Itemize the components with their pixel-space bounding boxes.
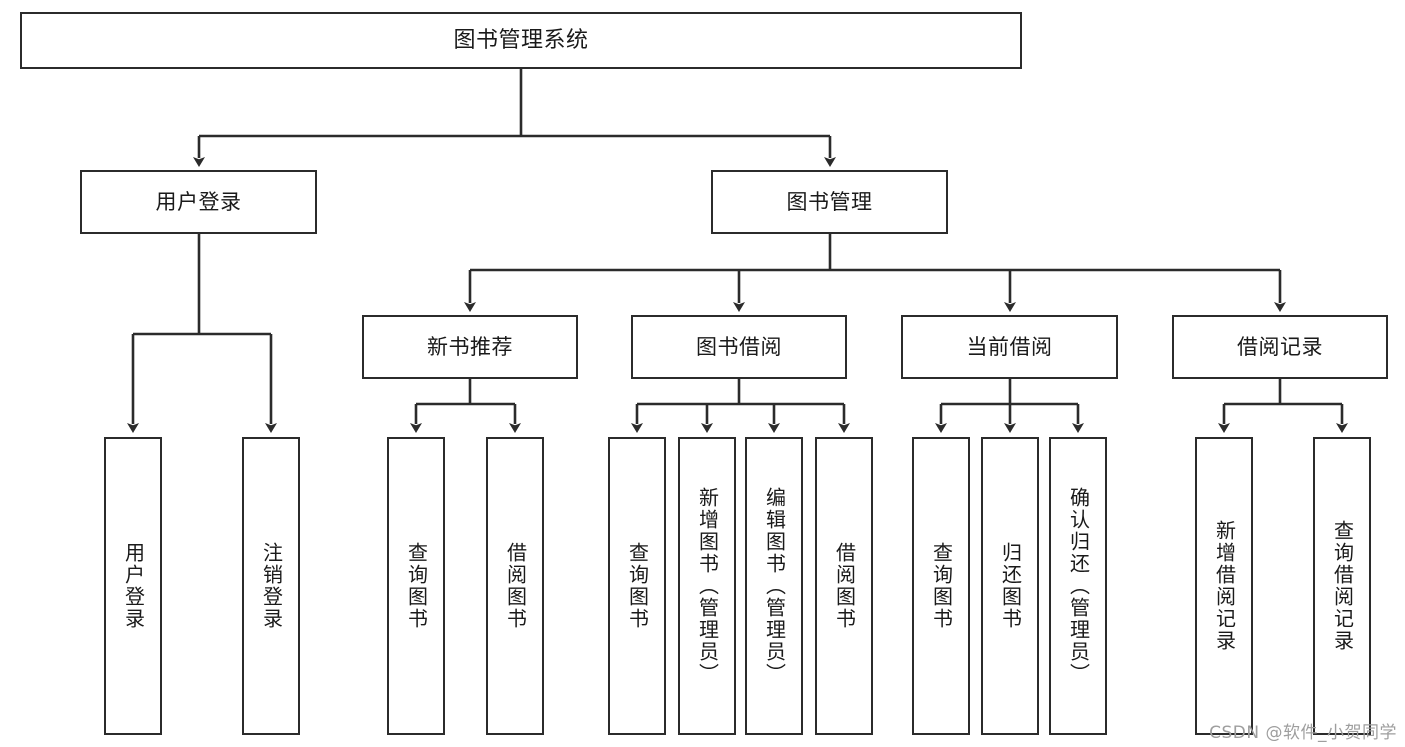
- node-leaf-add-book[interactable]: 新增图书（管理员）: [678, 437, 736, 735]
- node-root-label: 图书管理系统: [453, 27, 589, 53]
- node-leaf-add-record-label: 新增借阅记录: [1212, 520, 1237, 652]
- node-leaf-query-record[interactable]: 查询借阅记录: [1313, 437, 1371, 735]
- watermark: CSDN @软件_小贺同学: [1209, 723, 1397, 743]
- node-leaf-borrow-book-1-label: 借阅图书: [503, 542, 528, 630]
- node-book-manage-label: 图书管理: [786, 189, 873, 214]
- node-leaf-add-record[interactable]: 新增借阅记录: [1195, 437, 1253, 735]
- node-borrow-record[interactable]: 借阅记录: [1172, 315, 1388, 379]
- node-leaf-edit-book-label: 编辑图书（管理员）: [762, 487, 787, 685]
- node-leaf-query-book-1-label: 查询图书: [404, 542, 429, 630]
- node-leaf-user-login-label: 用户登录: [121, 542, 146, 630]
- node-user-login[interactable]: 用户登录: [80, 170, 317, 234]
- node-leaf-borrow-book-2-label: 借阅图书: [832, 542, 857, 630]
- node-new-book-rec[interactable]: 新书推荐: [362, 315, 578, 379]
- node-book-manage[interactable]: 图书管理: [711, 170, 948, 234]
- node-current-borrow-label: 当前借阅: [966, 334, 1053, 359]
- node-leaf-logout[interactable]: 注销登录: [242, 437, 300, 735]
- node-book-borrow-label: 图书借阅: [696, 334, 782, 359]
- node-leaf-return-book[interactable]: 归还图书: [981, 437, 1039, 735]
- node-new-book-rec-label: 新书推荐: [427, 334, 513, 359]
- node-user-login-label: 用户登录: [155, 189, 242, 214]
- node-leaf-borrow-book-2[interactable]: 借阅图书: [815, 437, 873, 735]
- node-leaf-add-book-label: 新增图书（管理员）: [695, 487, 720, 685]
- node-book-borrow[interactable]: 图书借阅: [631, 315, 847, 379]
- node-leaf-query-book-2[interactable]: 查询图书: [608, 437, 666, 735]
- node-leaf-query-book-3[interactable]: 查询图书: [912, 437, 970, 735]
- node-current-borrow[interactable]: 当前借阅: [901, 315, 1118, 379]
- node-leaf-user-login[interactable]: 用户登录: [104, 437, 162, 735]
- node-borrow-record-label: 借阅记录: [1237, 334, 1323, 359]
- node-leaf-edit-book[interactable]: 编辑图书（管理员）: [745, 437, 803, 735]
- node-leaf-confirm-return[interactable]: 确认归还（管理员）: [1049, 437, 1107, 735]
- node-leaf-query-record-label: 查询借阅记录: [1330, 520, 1355, 652]
- node-leaf-logout-label: 注销登录: [259, 542, 284, 630]
- node-root[interactable]: 图书管理系统: [20, 12, 1022, 69]
- node-leaf-query-book-3-label: 查询图书: [929, 542, 954, 630]
- node-leaf-borrow-book-1[interactable]: 借阅图书: [486, 437, 544, 735]
- node-leaf-return-book-label: 归还图书: [998, 542, 1023, 630]
- node-leaf-query-book-2-label: 查询图书: [625, 542, 650, 630]
- node-leaf-confirm-return-label: 确认归还（管理员）: [1066, 487, 1091, 685]
- node-leaf-query-book-1[interactable]: 查询图书: [387, 437, 445, 735]
